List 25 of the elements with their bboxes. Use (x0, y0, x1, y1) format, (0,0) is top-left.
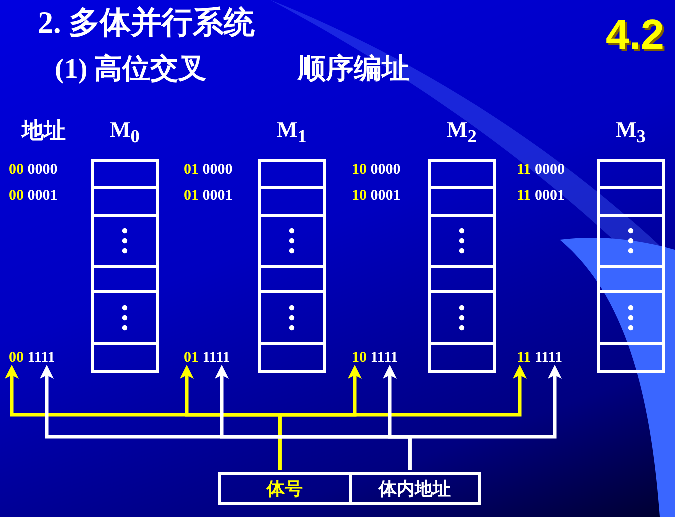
address-label: 11 0000 (517, 162, 565, 178)
address-label: 11 0001 (517, 188, 565, 204)
address-label: 00 0000 (9, 162, 58, 178)
subtitle: 顺序编址 (298, 55, 410, 86)
address-label: 11 1111 (517, 350, 562, 366)
address-label: 00 0001 (9, 188, 58, 204)
register-field: 体号 (218, 472, 352, 505)
bus-arrow (278, 365, 527, 470)
section-number: 4.2 (606, 12, 664, 58)
bank-label: M$_{0}$ (109, 118, 141, 147)
bank-label: M$_{3}$ (615, 118, 647, 147)
bank-label: M$_{2}$ (446, 118, 478, 147)
address-label: 01 0000 (184, 162, 233, 178)
address-label: 10 0001 (352, 188, 401, 204)
address-label: 01 0001 (184, 188, 233, 204)
bus-arrow (408, 365, 562, 470)
slide-title: 2. 多体并行系统 (38, 6, 255, 40)
bank-label: M$_{1}$ (276, 118, 308, 147)
register-field: 体内地址 (349, 472, 481, 505)
address-label: 01 1111 (184, 350, 230, 366)
column-header: 地址 (22, 119, 66, 144)
subtitle: (1) 高位交叉 (55, 55, 207, 86)
address-label: 00 1111 (9, 350, 56, 366)
address-label: 10 1111 (352, 350, 398, 366)
address-label: 10 0000 (352, 162, 401, 178)
